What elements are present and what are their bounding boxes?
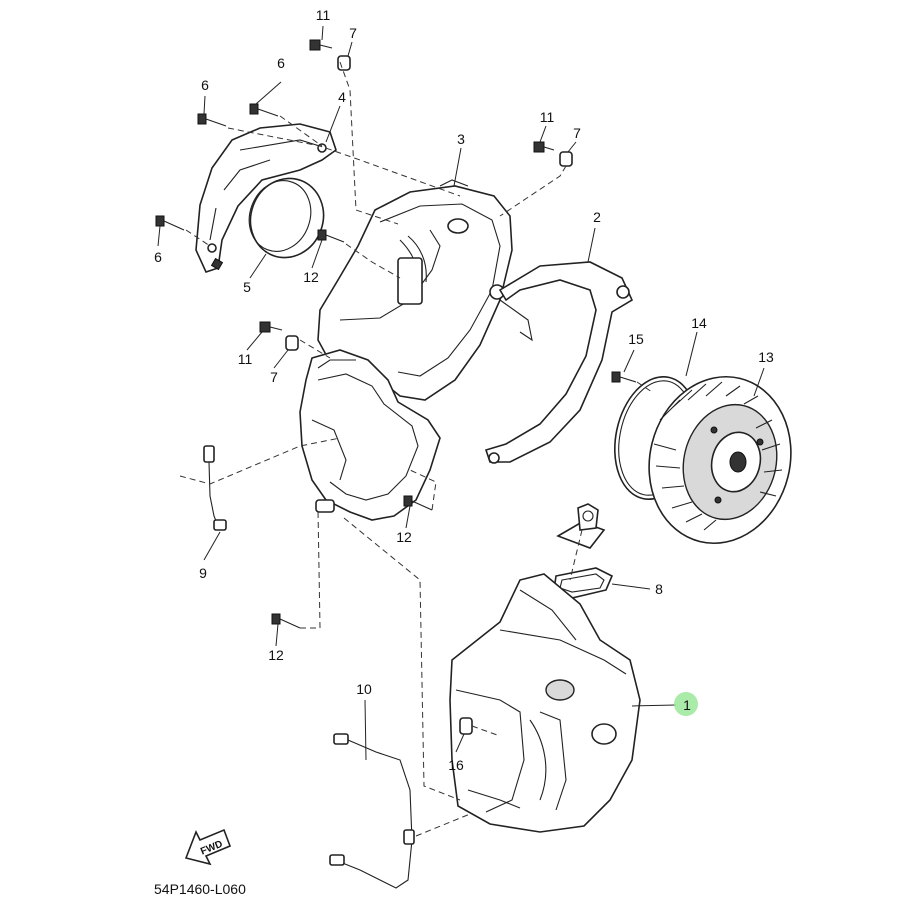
diagram-code: 54P1460-L060 (154, 881, 246, 897)
part-3-lower-shroud (299, 349, 441, 521)
callout-3: 3 (457, 131, 465, 147)
callout-7: 7 (270, 369, 278, 385)
callout-11: 11 (238, 351, 253, 367)
part-2-gasket (484, 261, 634, 464)
screw-6-b (249, 103, 279, 117)
part-13-cooling-fan (648, 375, 792, 545)
bolt-11-mid (259, 321, 283, 333)
bolt-11-top (309, 39, 333, 51)
highlight-marker (674, 692, 698, 716)
screw-12-c (271, 613, 301, 629)
callout-11: 11 (316, 7, 331, 23)
callout-6: 6 (201, 77, 209, 93)
leader-lines (157, 25, 765, 761)
screw-12-b (403, 495, 433, 511)
callout-6: 6 (277, 55, 285, 71)
collar-16 (459, 717, 473, 735)
collar-7-mid (285, 335, 299, 351)
part-9-sensor (203, 445, 227, 531)
part-3-fan-cover (317, 179, 533, 401)
part-10-harness (329, 733, 415, 889)
callout-12: 12 (268, 647, 284, 663)
callout-15: 15 (628, 331, 644, 347)
callout-12: 12 (303, 269, 319, 285)
callout-4: 4 (338, 89, 346, 105)
bolt-15 (611, 371, 637, 383)
callout-13: 13 (758, 349, 774, 365)
part-4-shroud-plate (195, 123, 337, 273)
callout-10: 10 (356, 681, 372, 697)
callout-5: 5 (243, 279, 251, 295)
collar-7-top (337, 55, 351, 71)
callout-9: 9 (199, 565, 207, 581)
part-5-filter (248, 177, 325, 259)
fwd-arrow-icon: FWD (184, 828, 232, 866)
callout-8: 8 (655, 581, 663, 597)
callout-14: 14 (691, 315, 707, 331)
callout-12: 12 (396, 529, 412, 545)
callout-16: 16 (448, 757, 464, 773)
part-1-cylinder-shroud (449, 573, 641, 833)
callout-11: 11 (540, 109, 555, 125)
assembly-dashed-lines (179, 61, 653, 837)
collar-7-right (559, 151, 573, 167)
callout-7: 7 (349, 25, 357, 41)
callout-2: 2 (593, 209, 601, 225)
callout-6: 6 (154, 249, 162, 265)
bolt-11-right (533, 141, 555, 153)
callout-1: 1 (683, 697, 691, 713)
callout-7: 7 (573, 125, 581, 141)
screw-6-a (197, 113, 227, 127)
mount-bracket (556, 503, 606, 549)
